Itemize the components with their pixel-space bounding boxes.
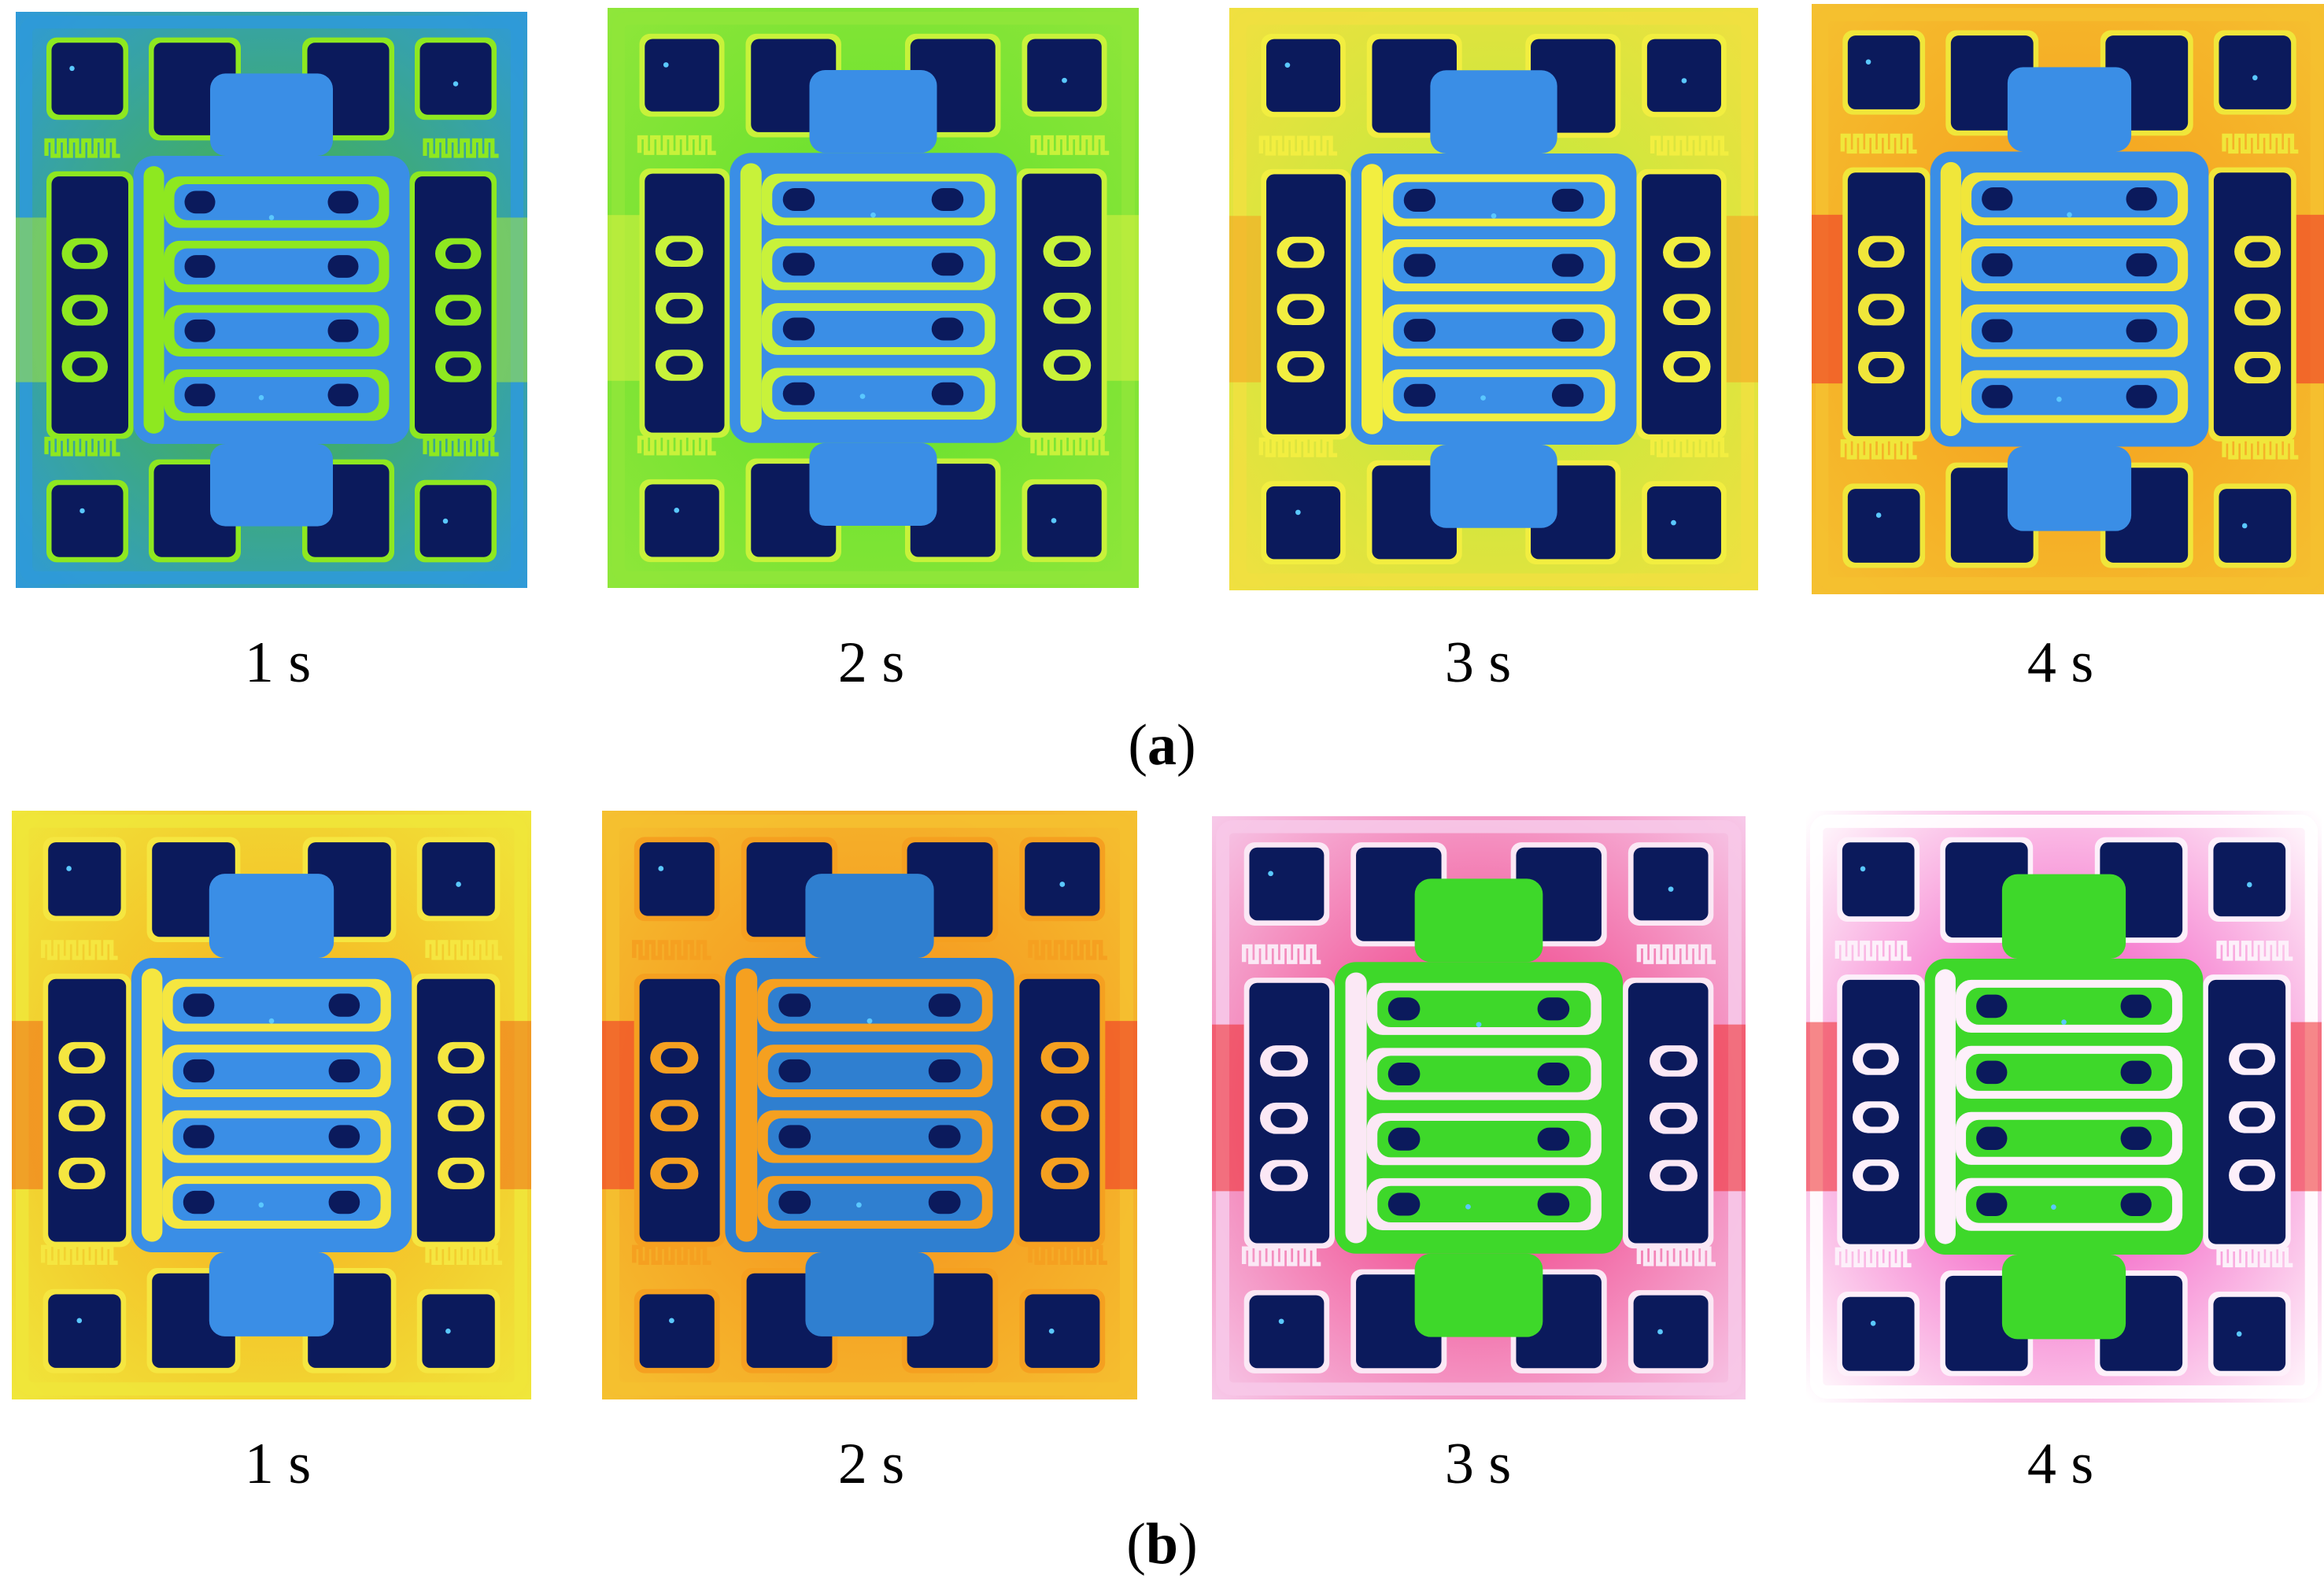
time-label-a3: 3 s (1444, 630, 1512, 695)
time-label-a2: 2 s (837, 630, 905, 695)
thermal-panel-b4 (1806, 811, 2322, 1403)
time-label-a4: 4 s (2027, 630, 2094, 695)
thermal-panel-b2 (602, 811, 1137, 1399)
time-label-b1: 1 s (244, 1432, 312, 1496)
thermal-panel-a2 (608, 8, 1139, 588)
time-label-a1: 1 s (244, 630, 312, 695)
time-label-b4: 4 s (2027, 1432, 2094, 1496)
subfigure-label-a: (a) (1128, 713, 1196, 778)
time-label-b3: 3 s (1444, 1432, 1512, 1496)
thermal-panel-a3 (1229, 8, 1758, 590)
thermal-panel-b3 (1212, 816, 1746, 1399)
thermal-panel-a1 (16, 12, 527, 588)
thermal-panel-b1 (12, 811, 531, 1399)
row-a: 1 s 2 s 3 s 4 s (a) (0, 0, 2324, 775)
row-b: 1 s 2 s 3 s 4 s (b) (0, 799, 2324, 1586)
subfigure-label-b: (b) (1126, 1512, 1198, 1577)
thermal-panel-a4 (1812, 4, 2324, 594)
time-label-b2: 2 s (837, 1432, 905, 1496)
